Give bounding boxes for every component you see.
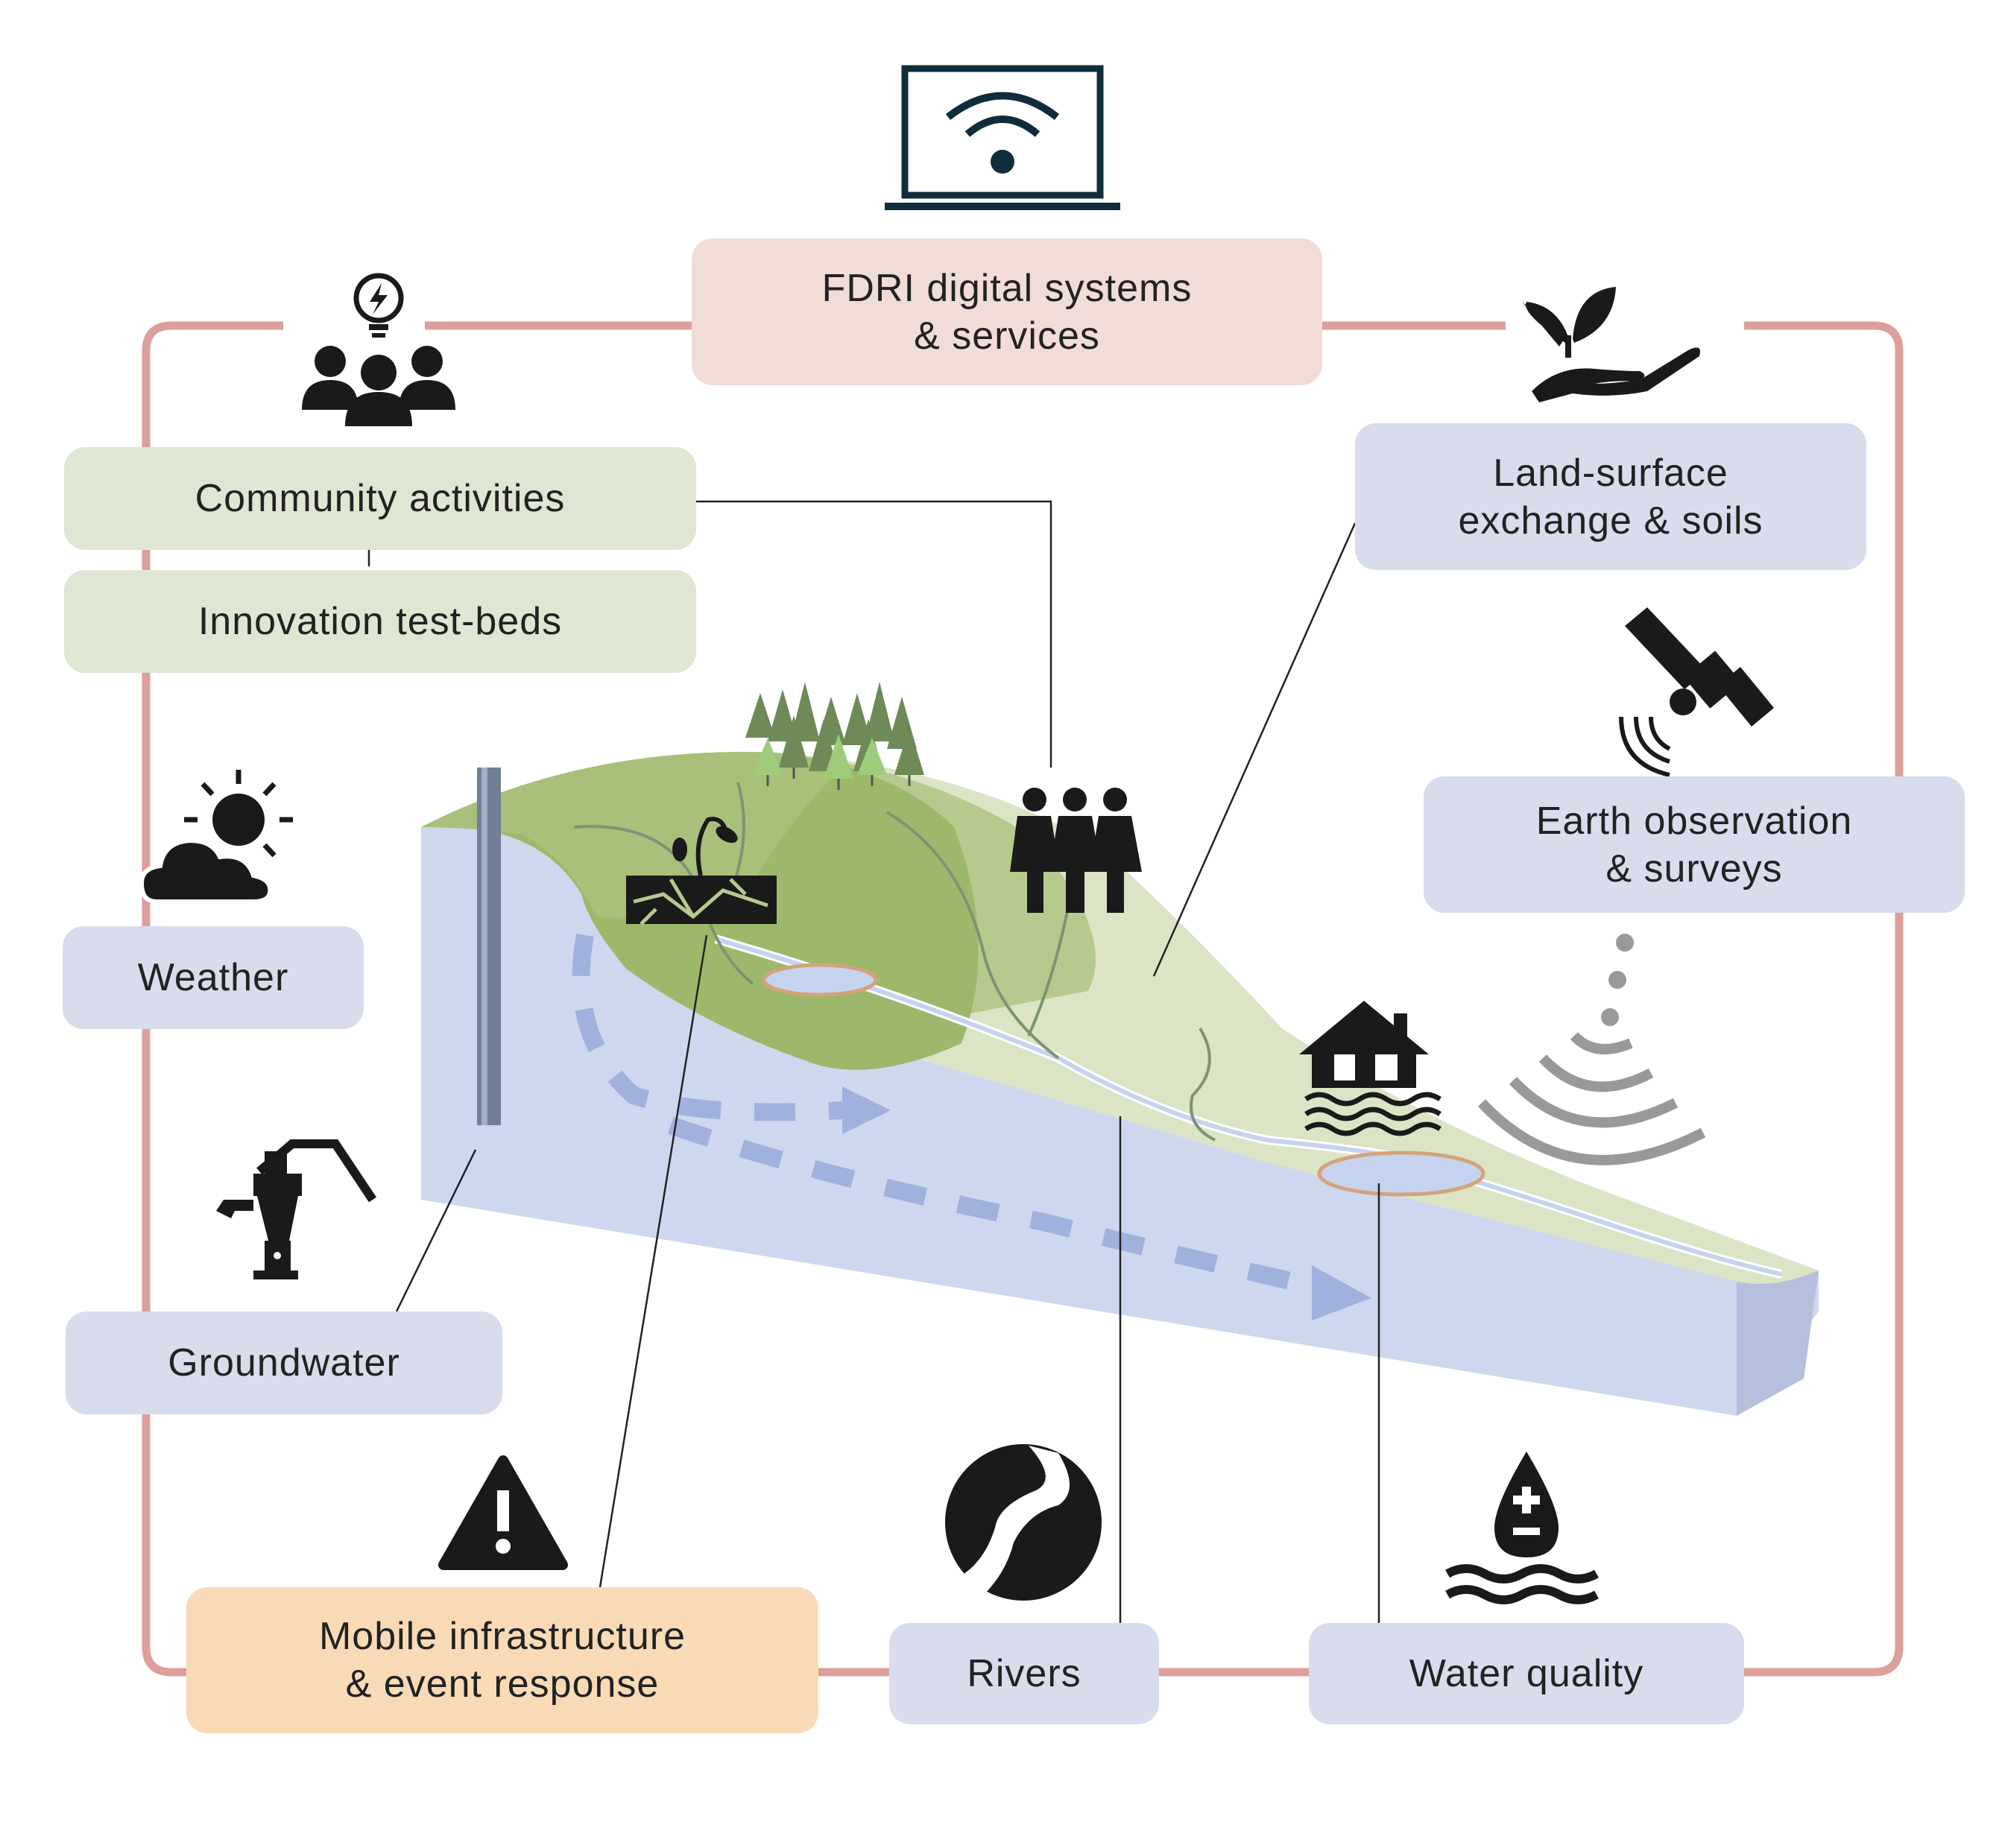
- trees-icon: [745, 682, 924, 790]
- warning-icon: [438, 1455, 568, 1570]
- innovation-test-beds-box: Innovation test-beds: [64, 570, 696, 673]
- lightbulb-people-icon: [302, 273, 455, 426]
- laptop-wifi-icon: [885, 65, 1120, 210]
- community-activities-box: Community activities: [64, 447, 696, 550]
- weather-box: Weather: [63, 926, 364, 1029]
- house-flood-icon: [1299, 1001, 1441, 1136]
- mobile-infrastructure-box: Mobile infrastructure & event response: [186, 1587, 818, 1733]
- water-pump-icon: [216, 1139, 376, 1279]
- sun-cloud-icon: [139, 770, 293, 904]
- land-surface-exchange-box: Land-surface exchange & soils: [1355, 423, 1866, 570]
- signal-waves-icon: [1477, 934, 1706, 1165]
- people-icon: [1010, 788, 1142, 913]
- river-icon: [945, 1444, 1102, 1601]
- earth-observation-box: Earth observation & surveys: [1424, 776, 1965, 913]
- leader-lines: [367, 500, 1380, 1623]
- water-drop-icon: [1445, 1452, 1599, 1604]
- hand-plant-icon: [1522, 287, 1700, 402]
- water-quality-box: Water quality: [1309, 1623, 1744, 1724]
- fdri-digital-systems-box: FDRI digital systems & services: [692, 238, 1322, 385]
- rivers-box: Rivers: [889, 1623, 1159, 1724]
- groundwater-box: Groundwater: [66, 1311, 502, 1414]
- seedling-soil-icon: [626, 817, 777, 925]
- satellite-icon: [1619, 607, 1774, 777]
